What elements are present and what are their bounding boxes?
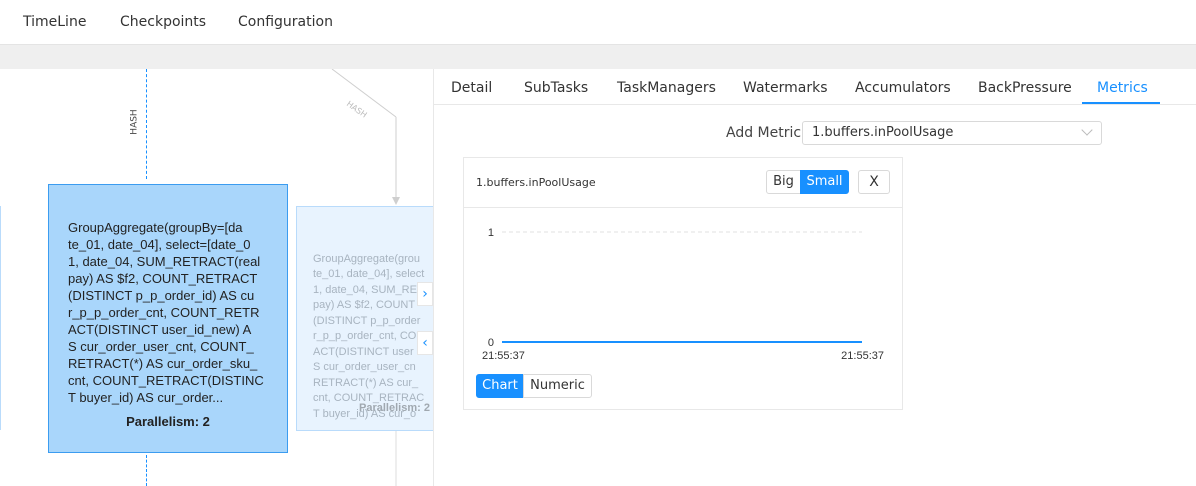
y-tick-label: 1 — [488, 227, 494, 239]
add-metric-value: 1.buffers.inPoolUsage — [812, 125, 954, 140]
node-group-aggregate-faded[interactable]: GroupAggregate(grou te_01, date_04], sel… — [296, 206, 433, 431]
tab-taskmanagers[interactable]: TaskManagers — [617, 80, 716, 96]
node-parallelism-faded: Parallelism: 2 — [359, 402, 430, 414]
add-metric-label: Add Metric: — [726, 125, 806, 141]
tab-configuration[interactable]: Configuration — [238, 14, 333, 30]
tab-watermarks[interactable]: Watermarks — [743, 80, 828, 96]
edge-lines-svg: HASH — [331, 69, 400, 486]
edge-line-diagonal — [331, 69, 397, 118]
node-left-edge — [0, 206, 1, 430]
job-tabs-bar: TimeLine Checkpoints Configuration — [0, 0, 1196, 44]
node-group-aggregate[interactable]: GroupAggregate(groupBy=[da te_01, date_0… — [48, 184, 288, 453]
chevron-right-icon[interactable]: › — [417, 282, 433, 306]
vertex-detail-panel: Detail SubTasks TaskManagers Watermarks … — [433, 69, 1196, 486]
active-tab-indicator — [1082, 102, 1160, 104]
tab-accumulators[interactable]: Accumulators — [855, 80, 951, 96]
chart-mode-button[interactable]: Chart — [476, 374, 524, 398]
metric-card-header: 1.buffers.inPoolUsage Big Small X — [464, 158, 902, 208]
x-tick-label-end: 21:55:37 — [841, 350, 884, 362]
edge-arrowhead — [392, 197, 400, 205]
edge-line-top — [146, 69, 147, 179]
close-metric-button[interactable]: X — [858, 170, 890, 194]
tab-backpressure[interactable]: BackPressure — [978, 80, 1072, 96]
node-description-faded: GroupAggregate(grou te_01, date_04], sel… — [313, 252, 432, 420]
numeric-mode-button[interactable]: Numeric — [523, 374, 592, 398]
job-graph[interactable]: HASH HASH GroupAggregate(groupBy=[da te_… — [0, 69, 433, 486]
x-tick-label-start: 21:55:37 — [482, 350, 525, 362]
node-description: GroupAggregate(groupBy=[da te_01, date_0… — [68, 220, 264, 405]
divider-bar — [0, 44, 1196, 70]
chevron-down-icon — [1081, 124, 1093, 136]
add-metric-select[interactable]: 1.buffers.inPoolUsage — [802, 121, 1102, 145]
chevron-left-icon[interactable]: ‹ — [417, 331, 433, 355]
node-parallelism: Parallelism: 2 — [126, 414, 210, 429]
tab-detail[interactable]: Detail — [451, 80, 493, 96]
edge-line-bottom — [146, 455, 147, 486]
edge-label-hash-faded: HASH — [345, 99, 369, 119]
tab-checkpoints[interactable]: Checkpoints — [120, 14, 207, 30]
small-size-button[interactable]: Small — [800, 170, 849, 194]
big-size-button[interactable]: Big — [766, 170, 801, 194]
tab-timeline[interactable]: TimeLine — [23, 14, 87, 30]
tab-subtasks[interactable]: SubTasks — [524, 80, 589, 96]
y-tick-label: 0 — [488, 337, 494, 349]
tab-metrics[interactable]: Metrics — [1097, 80, 1148, 96]
metric-card-title: 1.buffers.inPoolUsage — [476, 176, 596, 189]
tabs-divider — [434, 104, 1196, 105]
